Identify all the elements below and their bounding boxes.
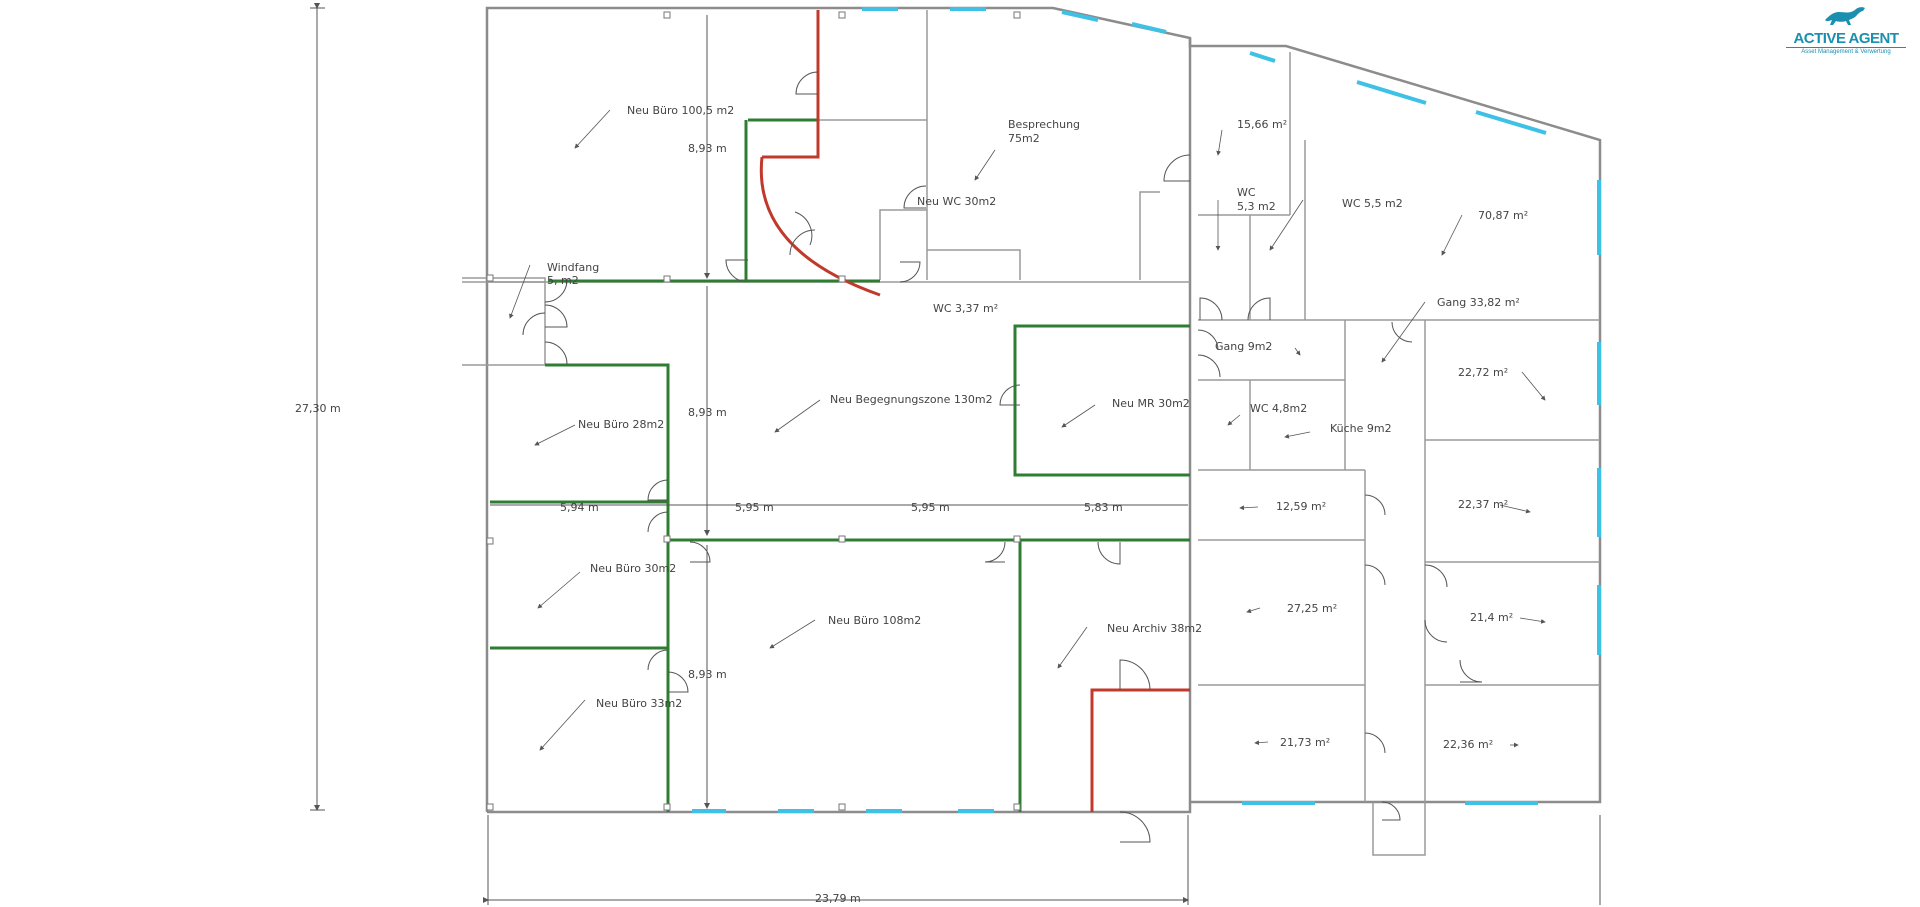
dimension-upper-height: 8,93 m xyxy=(688,142,727,155)
room-label-neu-archiv: Neu Archiv 38m2 xyxy=(1107,622,1202,635)
room-label-besprechung-area: 75m2 xyxy=(1008,132,1040,145)
room-label-neu-buero-30: Neu Büro 30m2 xyxy=(590,562,676,575)
room-label-windfang: Windfang xyxy=(547,261,599,274)
dimension-583: 5,83 m xyxy=(1084,501,1123,514)
room-label-windfang-area: 5, m2 xyxy=(547,274,579,287)
horse-icon xyxy=(1825,7,1865,25)
company-logo: ACTIVE AGENT Asset Management & Verwertu… xyxy=(1786,2,1906,56)
room-label-2272: 22,72 m² xyxy=(1458,366,1508,379)
column-markers xyxy=(486,11,1021,811)
room-label-wc-48: WC 4,8m2 xyxy=(1250,402,1307,415)
right-building-outline xyxy=(1188,38,1602,804)
room-label-gang-9: Gang 9m2 xyxy=(1215,340,1272,353)
logo-name: ACTIVE AGENT xyxy=(1793,30,1899,47)
dimension-total-height: 27,30 m xyxy=(295,402,341,415)
room-label-kueche: Küche 9m2 xyxy=(1330,422,1392,435)
new-walls xyxy=(490,118,1190,812)
room-label-7087: 70,87 m² xyxy=(1478,209,1528,222)
dimension-595a: 5,95 m xyxy=(735,501,774,514)
room-label-2237: 22,37 m² xyxy=(1458,498,1508,511)
room-label-2725: 27,25 m² xyxy=(1287,602,1337,615)
room-label-neu-wc: Neu WC 30m2 xyxy=(917,195,996,208)
room-label-wc-53-area: 5,3 m2 xyxy=(1237,200,1276,213)
room-label-1259: 12,59 m² xyxy=(1276,500,1326,513)
dimension-labels: 27,30 m 23,79 m 8,93 m 8,93 m 8,93 m 5,9… xyxy=(295,142,1123,905)
dimension-middle-height: 8,93 m xyxy=(688,406,727,419)
room-label-wc-53: WC xyxy=(1237,186,1256,199)
label-leaders xyxy=(509,109,1546,751)
room-label-neu-mr: Neu MR 30m2 xyxy=(1112,397,1190,410)
dimension-594: 5,94 m xyxy=(560,501,599,514)
room-label-wc-55: WC 5,5 m2 xyxy=(1342,197,1403,210)
dimension-lower-height: 8,93 m xyxy=(688,668,727,681)
room-label-wc-337: WC 3,37 m² xyxy=(933,302,998,315)
room-label-2173: 21,73 m² xyxy=(1280,736,1330,749)
room-label-neu-buero-108: Neu Büro 108m2 xyxy=(828,614,921,627)
room-label-neu-buero-28: Neu Büro 28m2 xyxy=(578,418,664,431)
dimension-595b: 5,95 m xyxy=(911,501,950,514)
room-label-begegnungszone: Neu Begegnungszone 130m2 xyxy=(830,393,993,406)
left-building-outline xyxy=(485,6,1192,814)
room-label-2236: 22,36 m² xyxy=(1443,738,1493,751)
room-label-neu-buero-33: Neu Büro 33m2 xyxy=(596,697,682,710)
dimension-lines xyxy=(310,3,1601,905)
windows xyxy=(692,7,1601,813)
room-labels: Neu Büro 100,5 m2 Besprechung 75m2 Neu W… xyxy=(547,104,1528,751)
dimension-total-width: 23,79 m xyxy=(815,892,861,905)
demolish-walls xyxy=(759,10,1190,812)
room-label-214: 21,4 m² xyxy=(1470,611,1513,624)
room-label-1566: 15,66 m² xyxy=(1237,118,1287,131)
doors xyxy=(522,71,1483,843)
logo-tagline: Asset Management & Verwertung xyxy=(1786,47,1906,56)
room-label-besprechung: Besprechung xyxy=(1008,118,1080,131)
room-label-gang-3382: Gang 33,82 m² xyxy=(1437,296,1520,309)
room-label-neu-buero-100: Neu Büro 100,5 m2 xyxy=(627,104,734,117)
